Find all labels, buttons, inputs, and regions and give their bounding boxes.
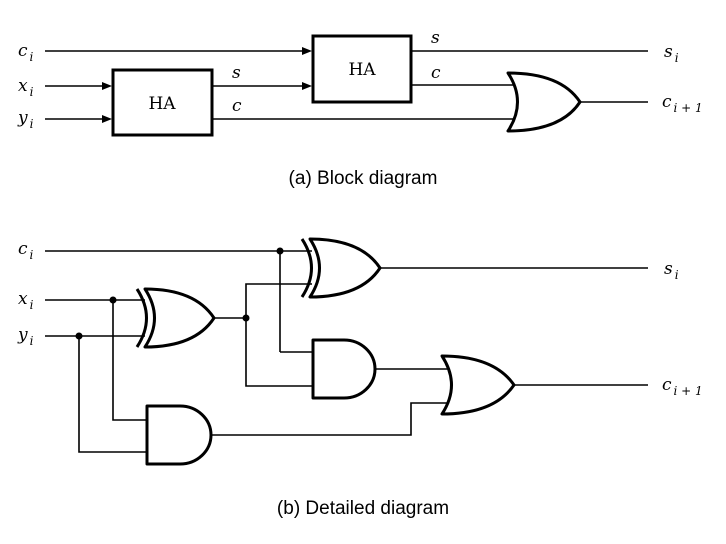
detail-xor2-gate: [308, 237, 382, 299]
block-or-gate: [506, 71, 582, 133]
detail-wire-xor1-up: [245, 283, 312, 318]
block-arrow-yi: [102, 115, 112, 123]
detail-and2-gate: [145, 404, 213, 466]
block-ha1-c-label: c: [232, 96, 242, 116]
detail-xor1-gate: [143, 287, 216, 349]
block-caption: (a) Block diagram: [289, 168, 438, 189]
detail-wire-xi-and: [112, 300, 147, 421]
block-ha2-label: HA: [348, 60, 376, 80]
block-ha2-s-label: s: [431, 28, 440, 48]
block-arrow-ha1-s: [302, 82, 312, 90]
detail-and1-gate: [311, 338, 377, 400]
detail-wire-yi-and: [78, 336, 147, 453]
detail-or-gate: [440, 354, 516, 416]
block-ha1-s-label: s: [232, 63, 241, 83]
block-ha1: [111, 68, 214, 137]
detail-wire-xor1-down: [245, 318, 313, 387]
detail-caption: (b) Detailed diagram: [277, 498, 449, 519]
block-arrow-ci: [302, 47, 312, 55]
block-ha2-c-label: c: [431, 63, 441, 83]
block-arrow-xi: [102, 82, 112, 90]
detail-xor1-extra-arc: [135, 288, 148, 348]
block-ha1-label: HA: [148, 94, 176, 114]
detail-xor2-extra-arc: [300, 238, 313, 298]
block-ha2: [311, 34, 413, 104]
detail-wire-and2-out: [211, 402, 450, 436]
